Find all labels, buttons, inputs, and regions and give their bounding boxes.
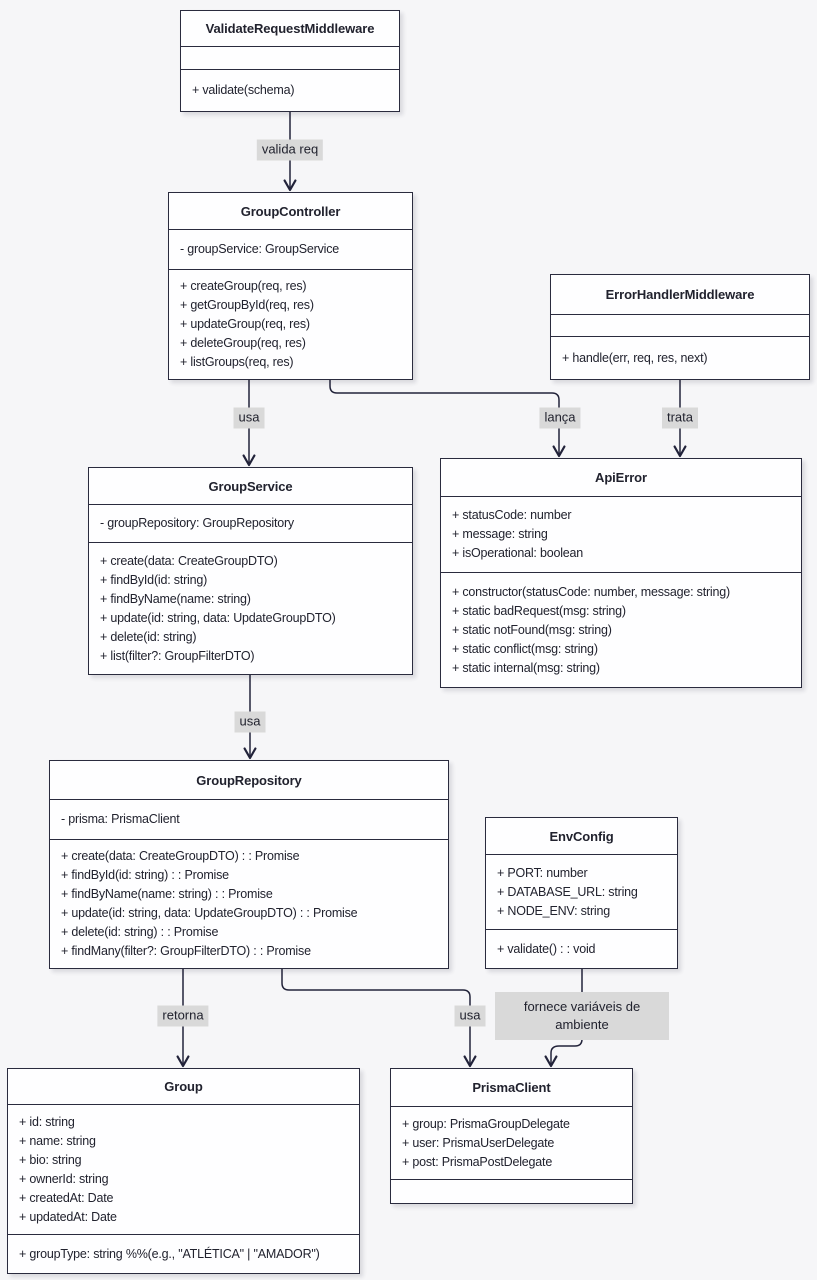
class-member: + listGroups(req, res) <box>180 355 294 369</box>
class-member: + ownerId: string <box>19 1171 109 1186</box>
class-member: + updateGroup(req, res) <box>180 317 310 331</box>
class-member: + bio: string <box>19 1152 82 1167</box>
class-member: + constructor(statusCode: number, messag… <box>452 584 730 599</box>
edge-label-repository-to-prismaclient: usa <box>454 1005 486 1027</box>
class-title: Group <box>164 1079 203 1094</box>
edge-label-validate-to-controller: valida req <box>256 139 324 161</box>
methods-compartment: + constructor(statusCode: number, messag… <box>441 572 801 687</box>
class-member: + static internal(msg: string) <box>452 660 600 675</box>
class-prisma-client: PrismaClient + group: PrismaGroupDelegate… <box>390 1068 633 1204</box>
attributes-compartment: - prisma: PrismaClient <box>50 799 448 839</box>
methods-compartment: + create(data: CreateGroupDTO) + findById… <box>89 542 412 674</box>
class-member: + id: string <box>19 1114 75 1129</box>
class-member: + createGroup(req, res) <box>180 279 307 293</box>
class-member: + groupType: string %%(e.g., "ATLÉTICA" … <box>19 1246 320 1261</box>
class-member: - groupService: GroupService <box>180 242 340 256</box>
attributes-compartment: - groupRepository: GroupRepository <box>89 504 412 542</box>
methods-compartment: + validate(schema) <box>181 69 399 111</box>
class-group-repository: GroupRepository - prisma: PrismaClient + c… <box>49 760 449 969</box>
attributes-compartment <box>181 46 399 69</box>
class-member: + create(data: CreateGroupDTO) : : Promi… <box>61 849 300 863</box>
class-title: ApiError <box>595 470 647 485</box>
methods-compartment: + groupType: string %%(e.g., "ATLÉTICA" … <box>8 1234 359 1273</box>
class-member: + isOperational: boolean <box>452 546 584 560</box>
class-title: ValidateRequestMiddleware <box>205 21 375 36</box>
class-group: Group + id: string + name: string + bio: st… <box>7 1068 360 1274</box>
class-member: + PORT: number <box>497 865 588 880</box>
class-member: + delete(id: string) <box>100 629 197 644</box>
methods-compartment: + handle(err, req, res, next) <box>551 336 809 379</box>
class-member: + validate() : : void <box>497 941 596 956</box>
class-group-controller: GroupController - groupService: GroupServ… <box>168 192 413 380</box>
class-member: + update(id: string, data: UpdateGroupDT… <box>100 610 336 625</box>
class-member: + post: PrismaPostDelegate <box>402 1154 553 1169</box>
edge-label-controller-to-service: usa <box>233 407 265 429</box>
class-title: EnvConfig <box>549 828 614 844</box>
class-member: + DATABASE_URL: string <box>497 884 638 899</box>
methods-compartment: + createGroup(req, res) + getGroupById(re… <box>169 269 412 379</box>
class-member: + createdAt: Date <box>19 1190 114 1205</box>
class-member: + user: PrismaUserDelegate <box>402 1135 555 1150</box>
methods-compartment: + validate() : : void <box>486 929 677 968</box>
attributes-compartment: - groupService: GroupService <box>169 229 412 269</box>
class-member: + findByName(name: string) : : Promise <box>61 887 273 901</box>
class-member: + getGroupById(req, res) <box>180 298 314 312</box>
edge-label-repository-to-group: retorna <box>157 1005 209 1027</box>
class-member: + NODE_ENV: string <box>497 903 610 918</box>
edge-label-controller-to-apierror: lança <box>539 407 581 429</box>
class-member: + findByName(name: string) <box>100 591 251 606</box>
class-api-error: ApiError + statusCode: number + message: s… <box>440 458 802 688</box>
class-member: - groupRepository: GroupRepository <box>100 516 294 530</box>
class-title: GroupRepository <box>196 772 302 788</box>
class-member: + deleteGroup(req, res) <box>180 336 306 350</box>
class-member: + handle(err, req, res, next) <box>562 350 708 365</box>
class-member: + group: PrismaGroupDelegate <box>402 1116 570 1131</box>
class-member: + validate(schema) <box>192 83 295 97</box>
class-validate-request-middleware: ValidateRequestMiddleware + validate(sche… <box>180 10 400 112</box>
class-title: PrismaClient <box>472 1080 551 1095</box>
class-member: - prisma: PrismaClient <box>61 812 180 826</box>
class-member: + list(filter?: GroupFilterDTO) <box>100 648 255 663</box>
attributes-compartment: + PORT: number + DATABASE_URL: string + NO… <box>486 854 677 929</box>
class-member: + message: string <box>452 527 548 541</box>
methods-compartment <box>391 1179 632 1203</box>
class-member: + statusCode: number <box>452 508 572 522</box>
class-member: + updatedAt: Date <box>19 1209 117 1224</box>
edge-label-service-to-repository: usa <box>234 711 266 733</box>
class-group-service: GroupService - groupRepository: GroupRepo… <box>88 467 413 675</box>
class-title: ErrorHandlerMiddleware <box>605 287 755 302</box>
edge-controller-to-apierror <box>329 378 566 458</box>
class-member: + findById(id: string) : : Promise <box>61 868 229 882</box>
class-member: + static badRequest(msg: string) <box>452 603 626 618</box>
class-member: + create(data: CreateGroupDTO) <box>100 553 278 568</box>
class-member: + findById(id: string) <box>100 572 208 587</box>
class-member: + name: string <box>19 1133 96 1148</box>
attributes-compartment: + statusCode: number + message: string + i… <box>441 496 801 572</box>
class-error-handler-middleware: ErrorHandlerMiddleware + handle(err, req,… <box>550 274 810 380</box>
attributes-compartment: + id: string + name: string + bio: string +… <box>8 1104 359 1234</box>
class-title: GroupService <box>208 478 293 494</box>
class-env-config: EnvConfig + PORT: number + DATABASE_URL: s… <box>485 817 678 969</box>
edge-label-envconfig-to-prismaclient: fornece variáveis de ambiente <box>495 992 669 1040</box>
class-member: + delete(id: string) : : Promise <box>61 925 219 939</box>
attributes-compartment <box>551 314 809 336</box>
class-member: + static notFound(msg: string) <box>452 622 612 637</box>
edge-envconfig-to-prismaclient <box>544 967 583 1068</box>
edge-repository-to-prismaclient <box>281 967 477 1068</box>
attributes-compartment: + group: PrismaGroupDelegate + user: Pris… <box>391 1106 632 1179</box>
class-title: GroupController <box>240 203 341 219</box>
class-member: + update(id: string, data: UpdateGroupDT… <box>61 906 358 920</box>
methods-compartment: + create(data: CreateGroupDTO) : : Promi… <box>50 839 448 968</box>
class-member: + findMany(filter?: GroupFilterDTO) : : … <box>61 944 311 958</box>
edge-label-errorhandler-to-apierror: trata <box>661 407 699 429</box>
class-member: + static conflict(msg: string) <box>452 641 598 656</box>
